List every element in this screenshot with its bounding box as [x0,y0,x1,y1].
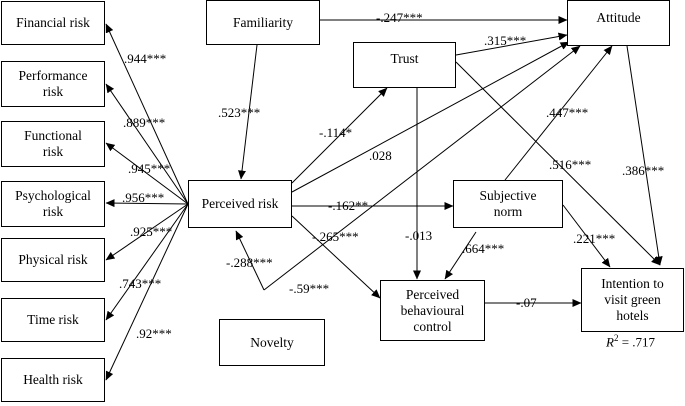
coef-pbc-intention: -.07 [516,295,537,310]
coef-attitude-intention: .386*** [622,163,665,178]
coef-novelty-attitude: -.59*** [289,281,330,296]
node-health-risk: Health risk [1,358,105,402]
coef-familiarity-attitude: -.247*** [376,10,423,25]
coef-risk-norm: -.162** [328,198,369,213]
node-psychological-risk: Psychological risk [1,181,105,227]
arrow-novelty-risk [235,230,265,291]
coef-performance: .889*** [123,115,166,130]
coef-risk-attitude: .028 [369,148,392,163]
arrow-trust-intention [455,61,661,266]
coef-trust-attitude: .315*** [484,33,527,48]
node-attitude: Attitude [567,0,670,46]
node-performance-risk: Performance risk [1,61,105,107]
arrow-novelty-attitude [263,45,581,291]
arrow-risk-pbc [291,215,381,299]
coef-functional: .945*** [128,161,171,176]
coef-financial: .944*** [124,51,167,66]
node-familiarity: Familiarity [206,0,320,45]
coef-risk-trust: -.114* [319,125,353,140]
coef-familiarity-risk: .523*** [218,105,261,120]
node-trust: Trust [353,42,456,88]
arrow-risk-performance [105,83,189,205]
arrow-risk-time [105,203,189,321]
arrow-risk-attitude [291,41,570,193]
node-subjective-norm: Subjective norm [453,180,563,228]
coef-time: .743*** [119,276,162,291]
arrow-norm-pbc [444,231,477,280]
coef-health: .92*** [136,326,172,341]
coef-physical: .925*** [130,224,173,239]
coef-risk-pbc: -.265*** [312,229,359,244]
r-squared-label: R2 = .717 [606,333,656,350]
arrow-norm-attitude [504,45,613,181]
node-physical-risk: Physical risk [1,238,105,282]
coef-trust-pbc: -.013 [405,228,433,243]
node-functional-risk: Functional risk [1,121,105,167]
node-novelty: Novelty [219,319,325,366]
node-intention: Intention to visit green hotels [581,268,684,332]
node-perceived-behavioural-control: Perceived behavioural control [380,280,485,341]
node-financial-risk: Financial risk [1,1,105,45]
arrow-risk-financial [105,23,189,205]
arrow-risk-health [105,203,189,381]
coef-norm-pbc: .664*** [462,241,505,256]
arrow-risk-functional [105,142,189,205]
coef-novelty-risk: -.288*** [226,255,273,270]
arrow-risk-trust [291,87,388,184]
arrow-norm-intention [562,204,611,268]
coef-norm-intention: .221*** [573,231,616,246]
arrow-risk-physical [105,203,189,261]
arrow-familiarity-risk [238,44,258,180]
coef-trust-intention: .516*** [549,157,592,172]
arrow-attitude-intention [626,45,663,266]
arrow-risk-psychological [105,199,189,208]
node-time-risk: Time risk [1,298,105,342]
coef-norm-attitude: .447*** [546,105,589,120]
node-perceived-risk: Perceived risk [188,180,292,228]
arrow-trust-attitude [455,32,568,56]
coef-psychological: .956*** [122,190,165,205]
